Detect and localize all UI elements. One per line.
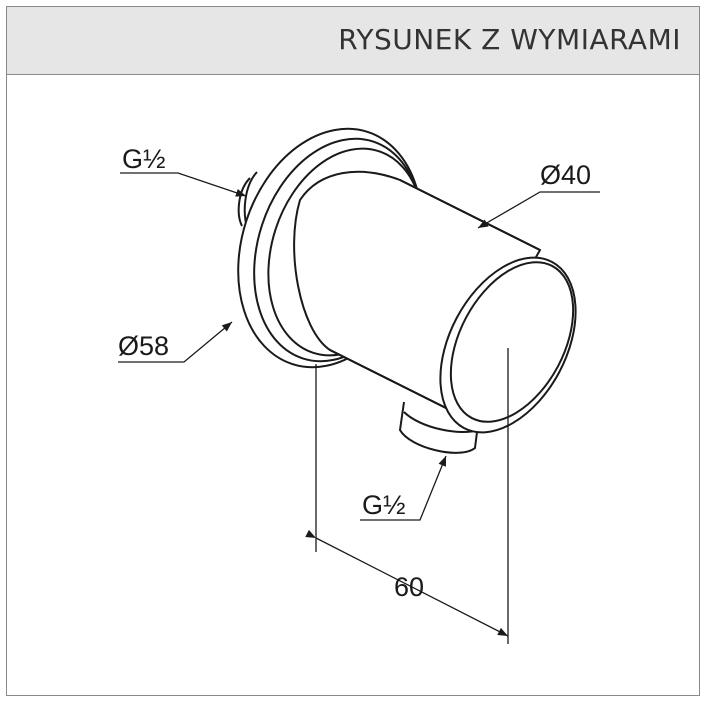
dimension-labels: G½ Ø58 Ø40 G½ 60 — [118, 144, 591, 602]
dimension-lines — [118, 172, 600, 644]
header-bar: RYSUNEK Z WYMIARAMI — [7, 7, 699, 75]
label-body-diameter: Ø40 — [540, 160, 591, 190]
leader-thread-top — [120, 172, 247, 197]
page-title: RYSUNEK Z WYMIARAMI — [338, 23, 681, 56]
wall-outlet-part — [237, 127, 577, 454]
bottom-outlet — [398, 401, 479, 454]
label-flange-diameter: Ø58 — [118, 331, 169, 361]
leader-body — [477, 191, 600, 229]
label-depth: 60 — [394, 572, 424, 602]
front-end-face — [439, 256, 577, 434]
leader-flange — [118, 321, 233, 363]
rear-thread-stub — [237, 177, 251, 227]
dimension-60-line — [305, 529, 509, 637]
label-thread-top: G½ — [122, 144, 166, 174]
label-thread-bottom: G½ — [362, 490, 406, 520]
leader-thread-bottom — [360, 455, 447, 521]
